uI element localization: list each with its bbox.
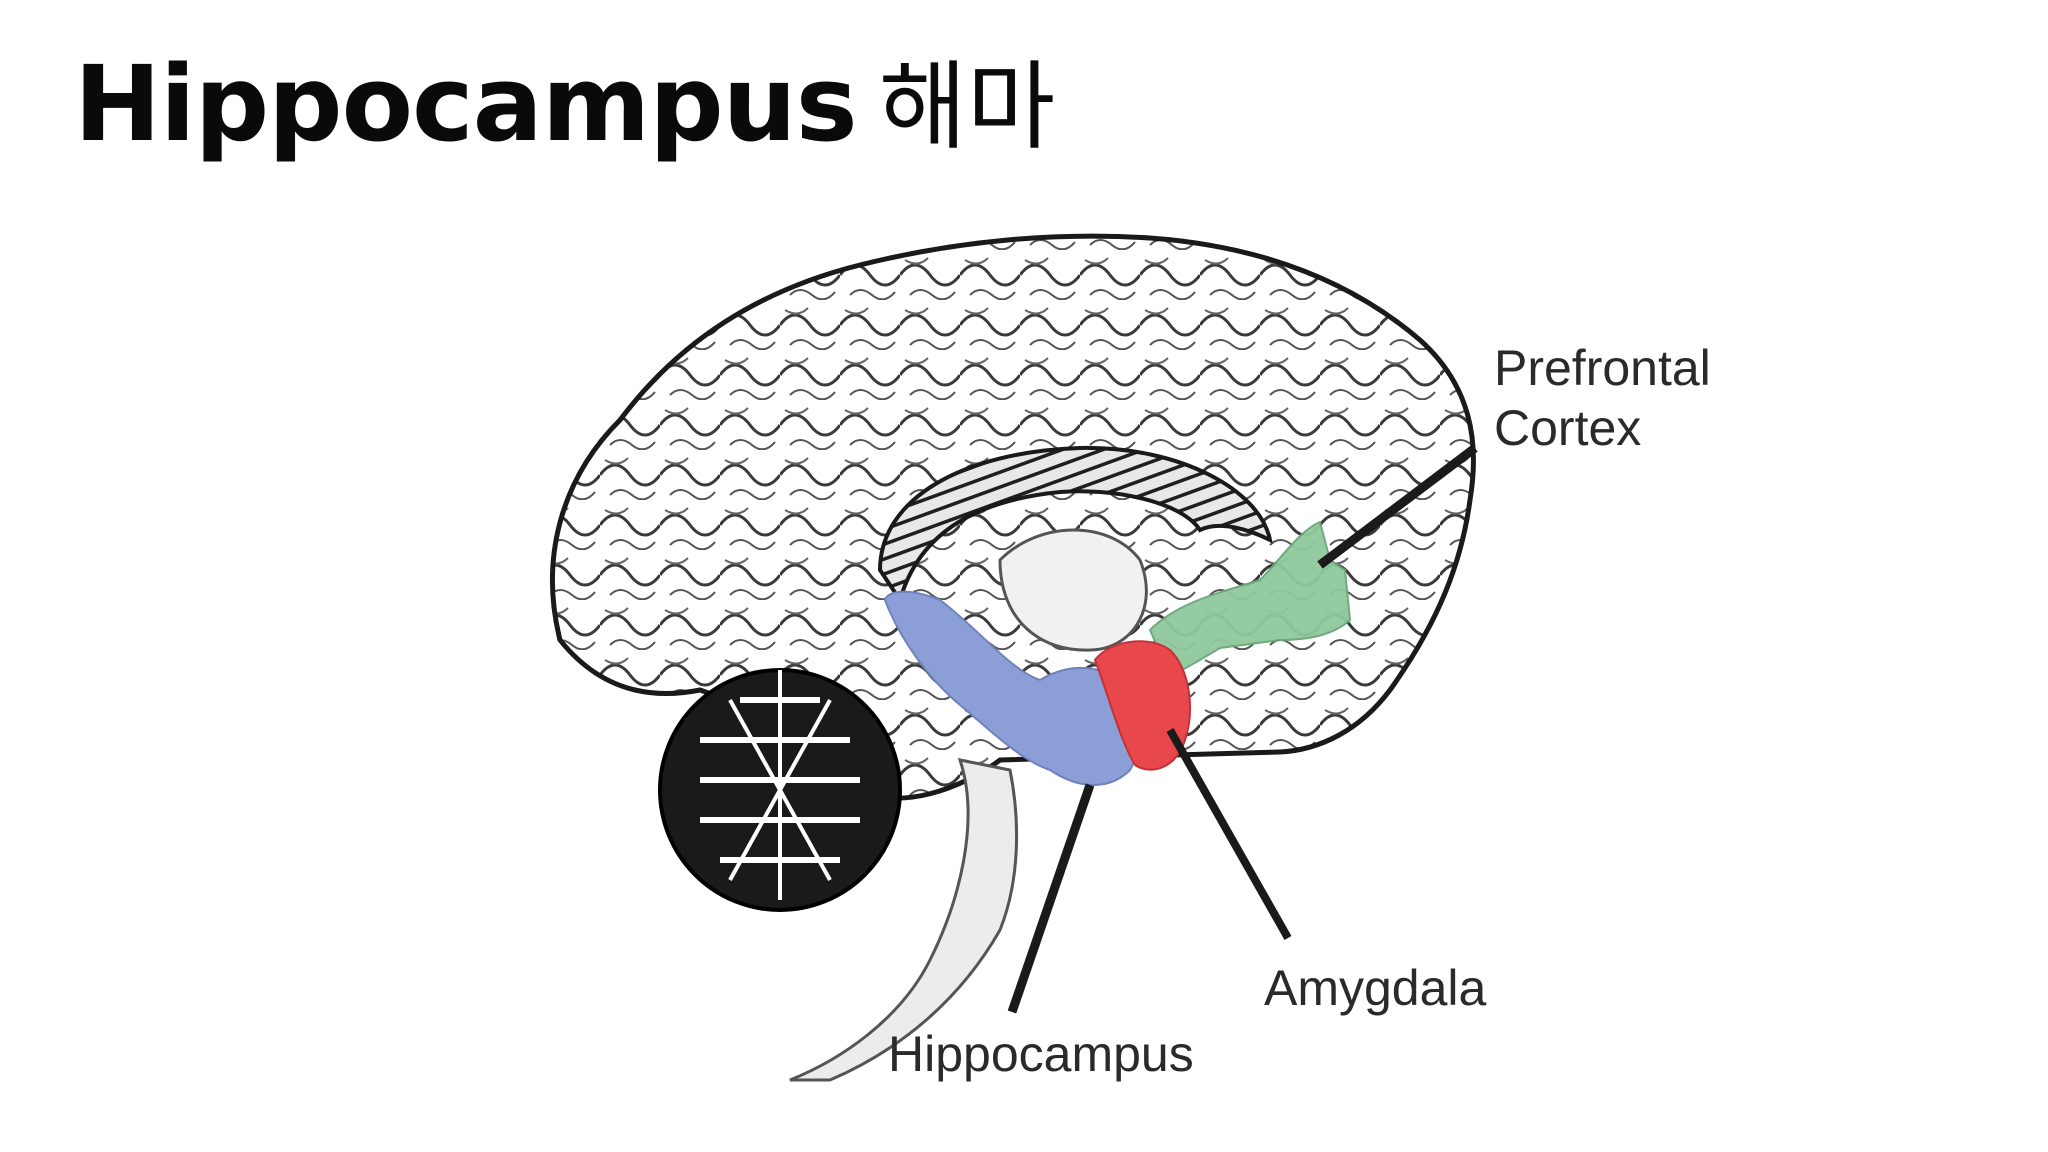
label-prefrontal-line2: Cortex xyxy=(1494,400,1642,456)
prefrontal-cortex-region xyxy=(1148,520,1352,678)
label-amygdala: Amygdala xyxy=(1264,960,1487,1016)
label-prefrontal-line1: Prefrontal xyxy=(1494,340,1711,396)
cerebellum xyxy=(658,668,902,912)
label-prefrontal-cortex: Prefrontal Cortex xyxy=(1494,338,1711,458)
corpus-callosum xyxy=(877,445,1273,605)
brainstem xyxy=(789,758,1019,1082)
page-title-korean: 해마 xyxy=(878,51,1056,163)
amygdala-leader-line xyxy=(1166,728,1292,940)
prefrontal-leader-line xyxy=(1317,444,1478,569)
page-title: Hippocampus 해마 xyxy=(74,52,1055,156)
page-title-english: Hippocampus xyxy=(74,43,858,165)
thalamus xyxy=(998,528,1148,652)
amygdala-region xyxy=(1093,640,1191,771)
label-hippocampus: Hippocampus xyxy=(888,1026,1194,1082)
hippocampus-leader-line xyxy=(1007,783,1095,1014)
